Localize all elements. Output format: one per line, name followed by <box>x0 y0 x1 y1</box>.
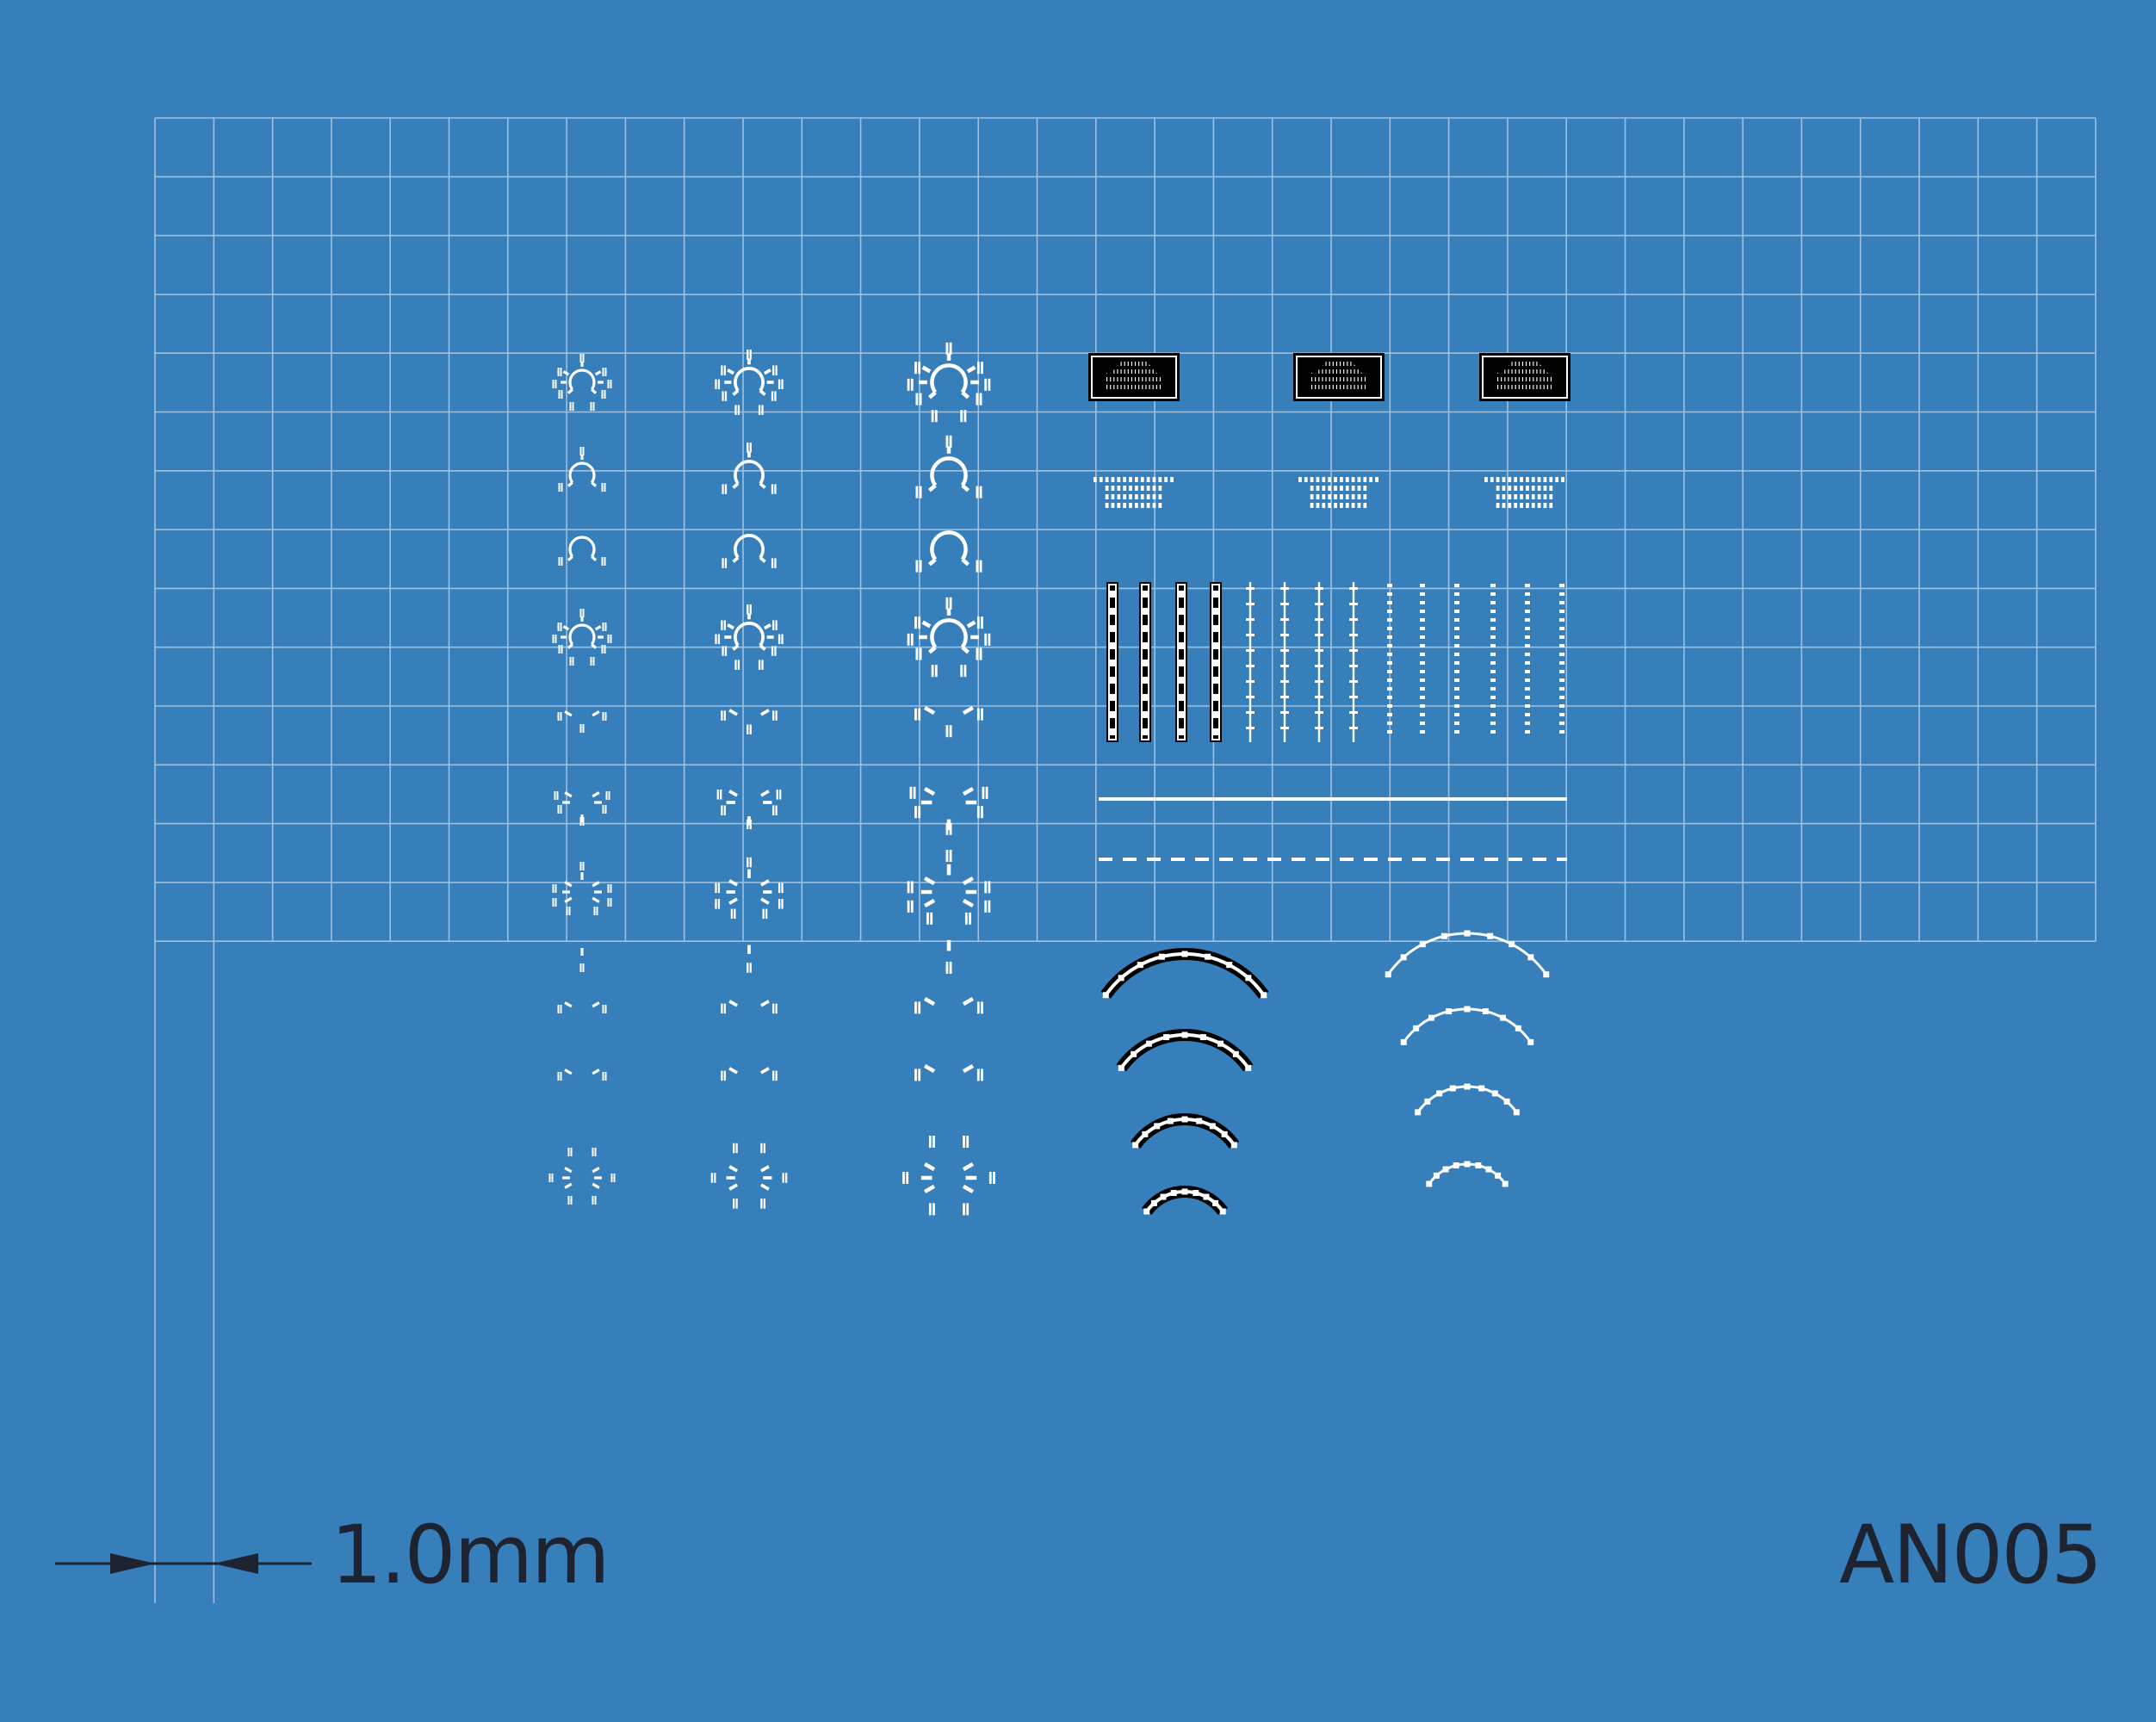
gauge-3-9 <box>914 996 983 1014</box>
arc-decals <box>1100 930 1550 1216</box>
comb-3 <box>1484 477 1564 508</box>
gauge-2-4 <box>715 604 784 670</box>
vertical-strip-7 <box>1315 582 1323 742</box>
black-bar-1 <box>1088 353 1180 401</box>
vertical-strip-11 <box>1454 584 1459 734</box>
gauge-3-2 <box>915 435 982 499</box>
vertical-strip-9 <box>1387 584 1392 734</box>
solid-arc-3 <box>1130 1113 1240 1149</box>
vertical-strip-1 <box>1106 582 1118 742</box>
gauge-3-11 <box>902 1136 995 1216</box>
solid-arc-1 <box>1100 948 1269 999</box>
black-bar-decals <box>1088 353 1571 401</box>
gauge-1-8 <box>579 948 585 972</box>
vertical-strip-14 <box>1559 584 1564 734</box>
vertical-strip-12 <box>1490 584 1496 734</box>
gauge-3-3 <box>915 530 982 573</box>
gauge-1-10 <box>557 1069 607 1081</box>
vertical-strip-10 <box>1420 584 1425 734</box>
gauge-1-7 <box>552 862 612 915</box>
vertical-strip-6 <box>1280 582 1289 742</box>
vertical-strip-decals <box>1106 582 1564 742</box>
gauge-2-1 <box>715 350 784 415</box>
gauge-3-6 <box>909 786 988 835</box>
gauge-3-7 <box>907 850 991 925</box>
gauge-2-6 <box>716 790 782 830</box>
outline-arc-4 <box>1426 1161 1509 1187</box>
product-code: AN005 <box>1838 1508 2103 1602</box>
arrow-right-icon <box>110 1553 155 1574</box>
gauge-2-5 <box>721 709 778 734</box>
outline-arc-3 <box>1415 1083 1520 1116</box>
horizontal-line-decals <box>1099 797 1567 861</box>
gauge-1-1 <box>552 354 612 411</box>
gauge-2-2 <box>722 443 777 494</box>
solid-arc-2 <box>1116 1029 1254 1072</box>
gauge-2-9 <box>721 1000 778 1014</box>
comb-decals <box>1093 477 1564 508</box>
gauge-1-5 <box>557 710 607 733</box>
vertical-strip-13 <box>1525 584 1530 734</box>
gauge-symbols <box>548 342 995 1216</box>
gauge-3-10 <box>914 1063 983 1081</box>
gauge-3-8 <box>945 939 952 974</box>
gauge-1-11 <box>548 1148 616 1205</box>
gauge-3-5 <box>914 705 983 738</box>
scale-marker <box>55 1553 312 1574</box>
gauge-3-4 <box>907 597 991 678</box>
vertical-strip-2 <box>1139 582 1151 742</box>
outline-arc-1 <box>1385 930 1550 978</box>
gauge-2-7 <box>715 857 784 920</box>
comb-1 <box>1093 477 1174 508</box>
gauge-1-2 <box>558 447 606 492</box>
gauge-2-3 <box>722 534 777 568</box>
outline-arc-2 <box>1400 1006 1534 1045</box>
gauge-2-11 <box>710 1143 788 1209</box>
black-bar-3 <box>1479 353 1571 401</box>
vertical-strip-8 <box>1349 582 1358 742</box>
vertical-strip-4 <box>1210 582 1222 742</box>
grid <box>154 117 2097 1603</box>
vertical-strip-3 <box>1175 582 1187 742</box>
scale-label: 1.0mm <box>331 1508 610 1602</box>
solid-arc-4 <box>1142 1186 1228 1216</box>
gauge-1-9 <box>557 1001 607 1013</box>
comb-2 <box>1298 477 1378 508</box>
gauge-2-10 <box>721 1067 778 1081</box>
gauge-1-4 <box>552 609 612 666</box>
gauge-3-1 <box>907 342 991 423</box>
gauge-1-6 <box>554 791 610 826</box>
gauge-2-8 <box>747 945 752 973</box>
gauge-1-3 <box>558 536 606 566</box>
vertical-strip-5 <box>1246 582 1255 742</box>
black-bar-2 <box>1293 353 1385 401</box>
arrow-left-icon <box>214 1553 258 1574</box>
